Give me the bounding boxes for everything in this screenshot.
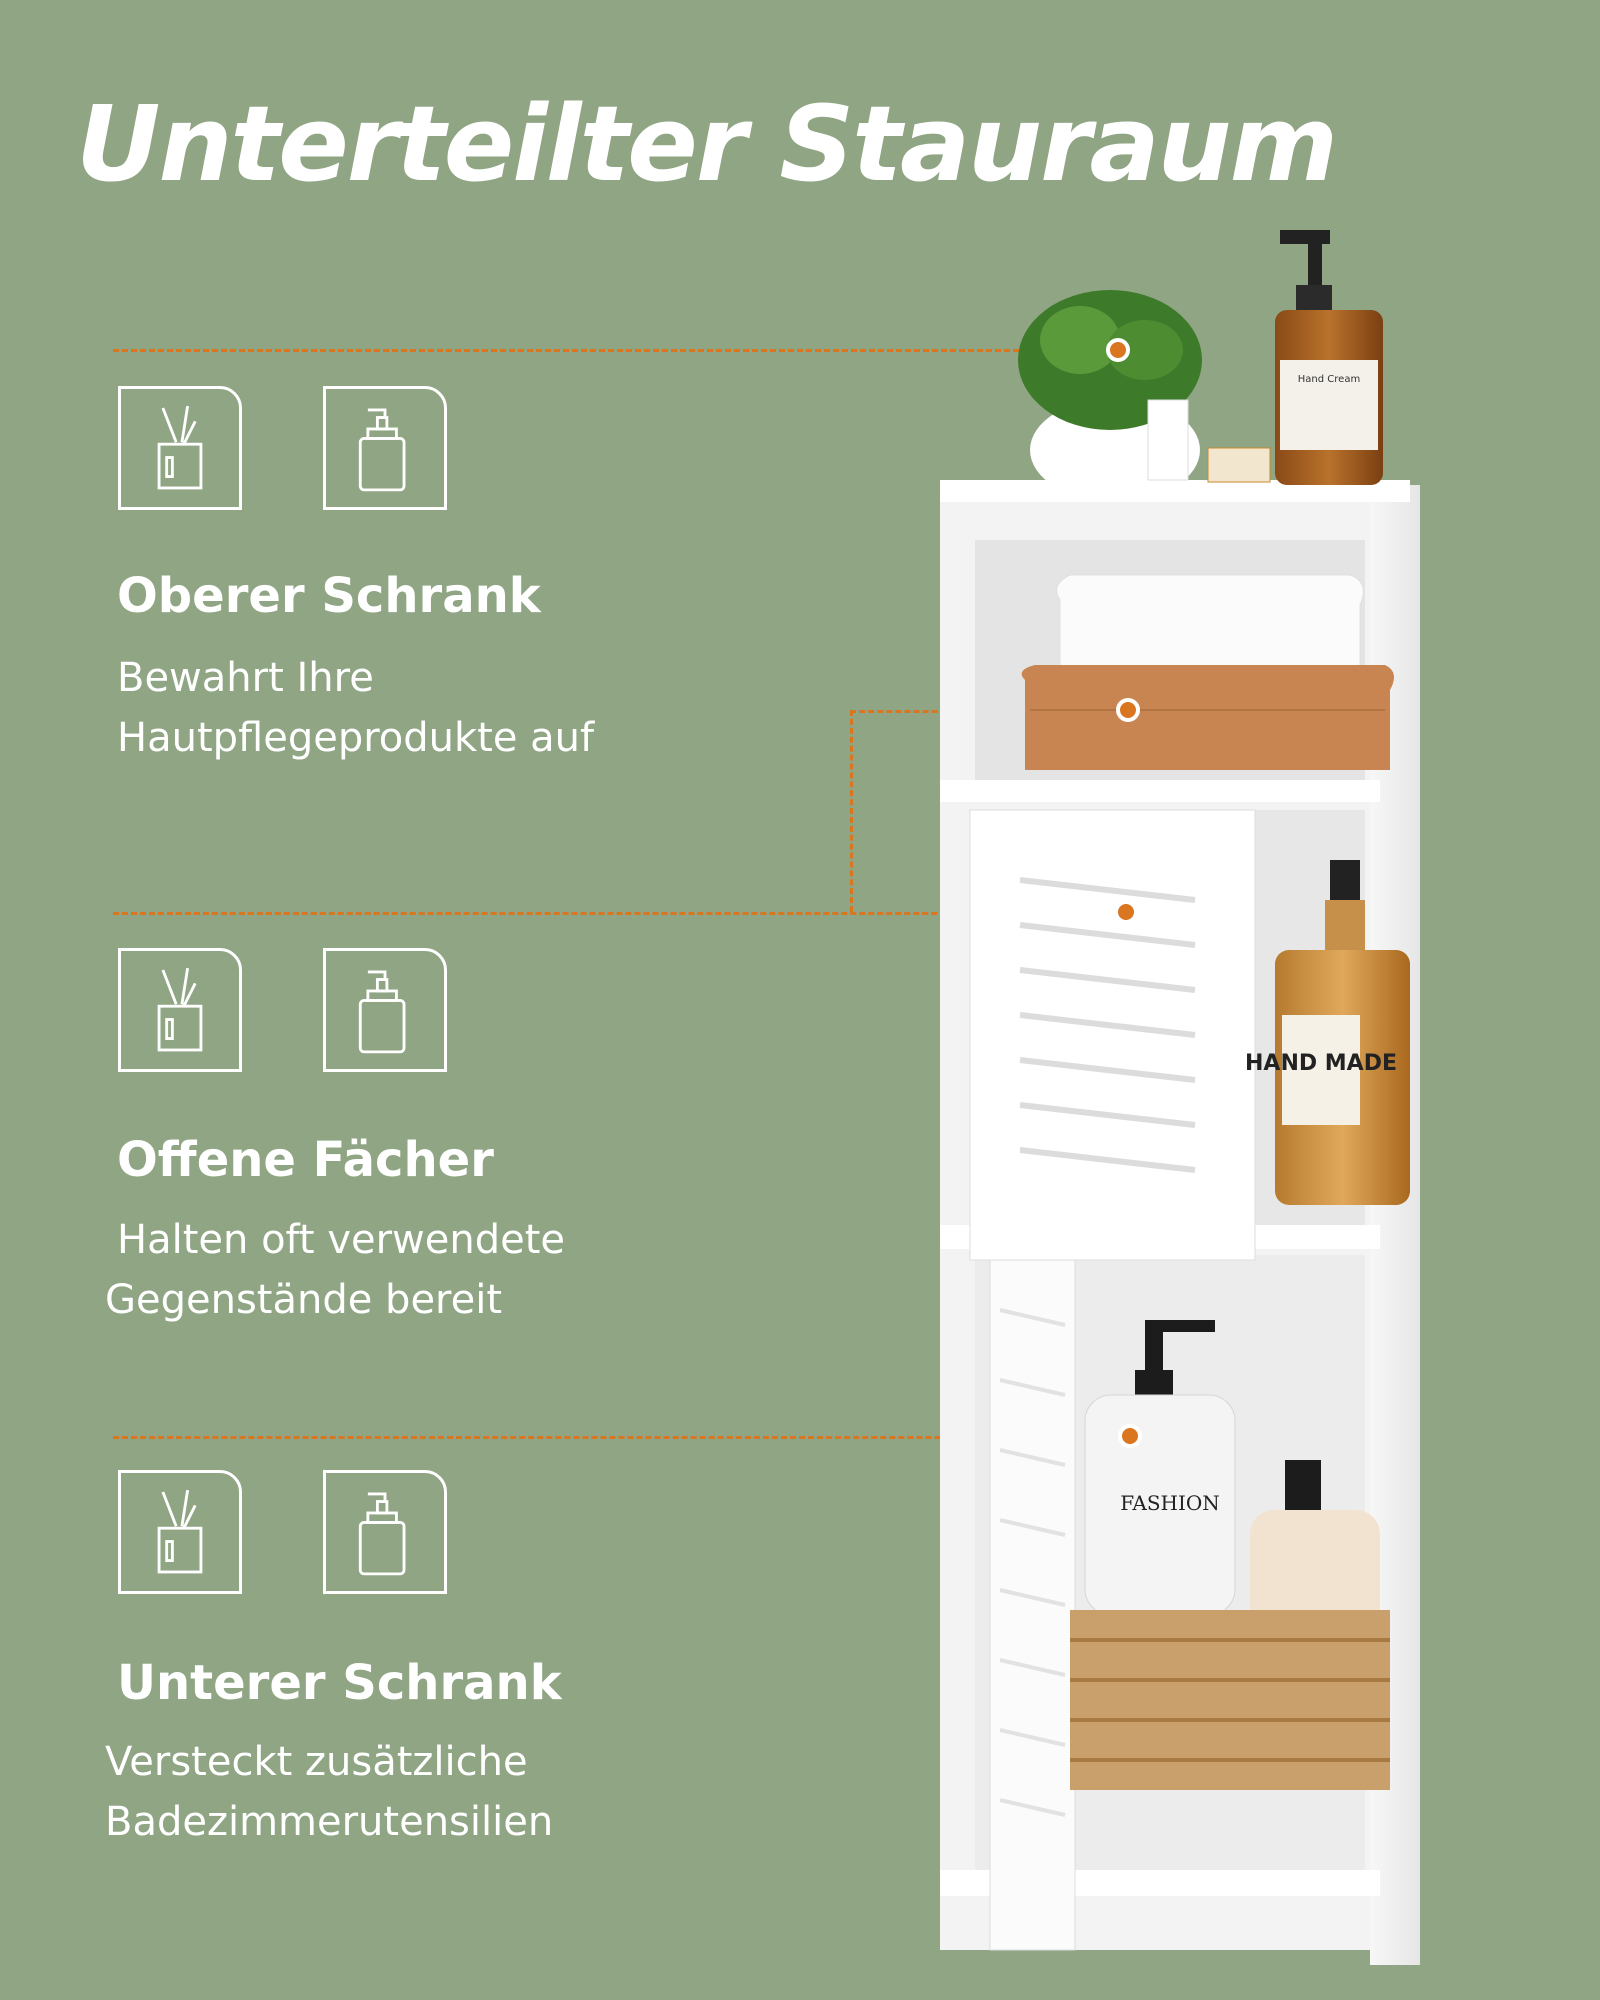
cream-tube	[1147, 399, 1189, 481]
section-heading-lower: Unterer Schrank	[117, 1655, 562, 1711]
section-desc-lower-line2: Badezimmerutensilien	[105, 1799, 554, 1845]
upper-door	[969, 809, 1256, 1261]
cream-jar	[1207, 447, 1271, 483]
section-heading-upper: Oberer Schrank	[117, 568, 541, 624]
bottle-label-text: Hand Cream	[1298, 374, 1360, 385]
soap-dispenser-icon	[323, 386, 447, 510]
soap-dispenser-icon	[323, 948, 447, 1072]
white-towel	[1056, 574, 1364, 681]
callout-dot-middle	[1114, 900, 1138, 924]
soap-dispenser-icon	[323, 1470, 447, 1594]
fashion-label: FASHION	[1120, 1491, 1220, 1515]
bottle-label	[1280, 360, 1378, 450]
callout-dot-upper	[1106, 338, 1130, 362]
section-heading-open: Offene Fächer	[117, 1132, 494, 1188]
section-desc-open-line2: Gegenstände bereit	[105, 1277, 503, 1323]
reed-diffuser-icon	[118, 1470, 242, 1594]
hand-made-label: HAND MADE	[1245, 1051, 1397, 1076]
orange-towel	[1021, 665, 1394, 770]
bathroom-cabinet-illustration: Hand Cream HAND MADE FASHION	[940, 230, 1420, 1965]
guide-line-bottom	[113, 1436, 1130, 1439]
section-desc-upper-line1: Bewahrt Ihre	[117, 655, 374, 701]
reed-diffuser-icon	[118, 386, 242, 510]
gold-pump	[1330, 860, 1360, 900]
small-black-cap	[1285, 1460, 1321, 1510]
section-desc-open-line1: Halten oft verwendete	[117, 1217, 566, 1263]
black-pump	[1145, 1320, 1163, 1370]
pump-nozzle	[1280, 230, 1330, 244]
guide-line-top	[113, 349, 1118, 352]
wicker-basket	[1070, 1610, 1390, 1790]
callout-dot-towel	[1116, 698, 1140, 722]
callout-dot-lower	[1118, 1424, 1142, 1448]
guide-line-middle	[113, 912, 1126, 915]
guide-line-connector	[850, 710, 853, 912]
section-desc-upper-line2: Hautpflegeprodukte auf	[117, 715, 595, 761]
cream-bottle	[1250, 1510, 1380, 1630]
section-desc-lower-line1: Versteckt zusätzliche	[105, 1739, 528, 1785]
reed-diffuser-icon	[118, 948, 242, 1072]
page-title: Unterteilter Stauraum	[76, 83, 1338, 205]
